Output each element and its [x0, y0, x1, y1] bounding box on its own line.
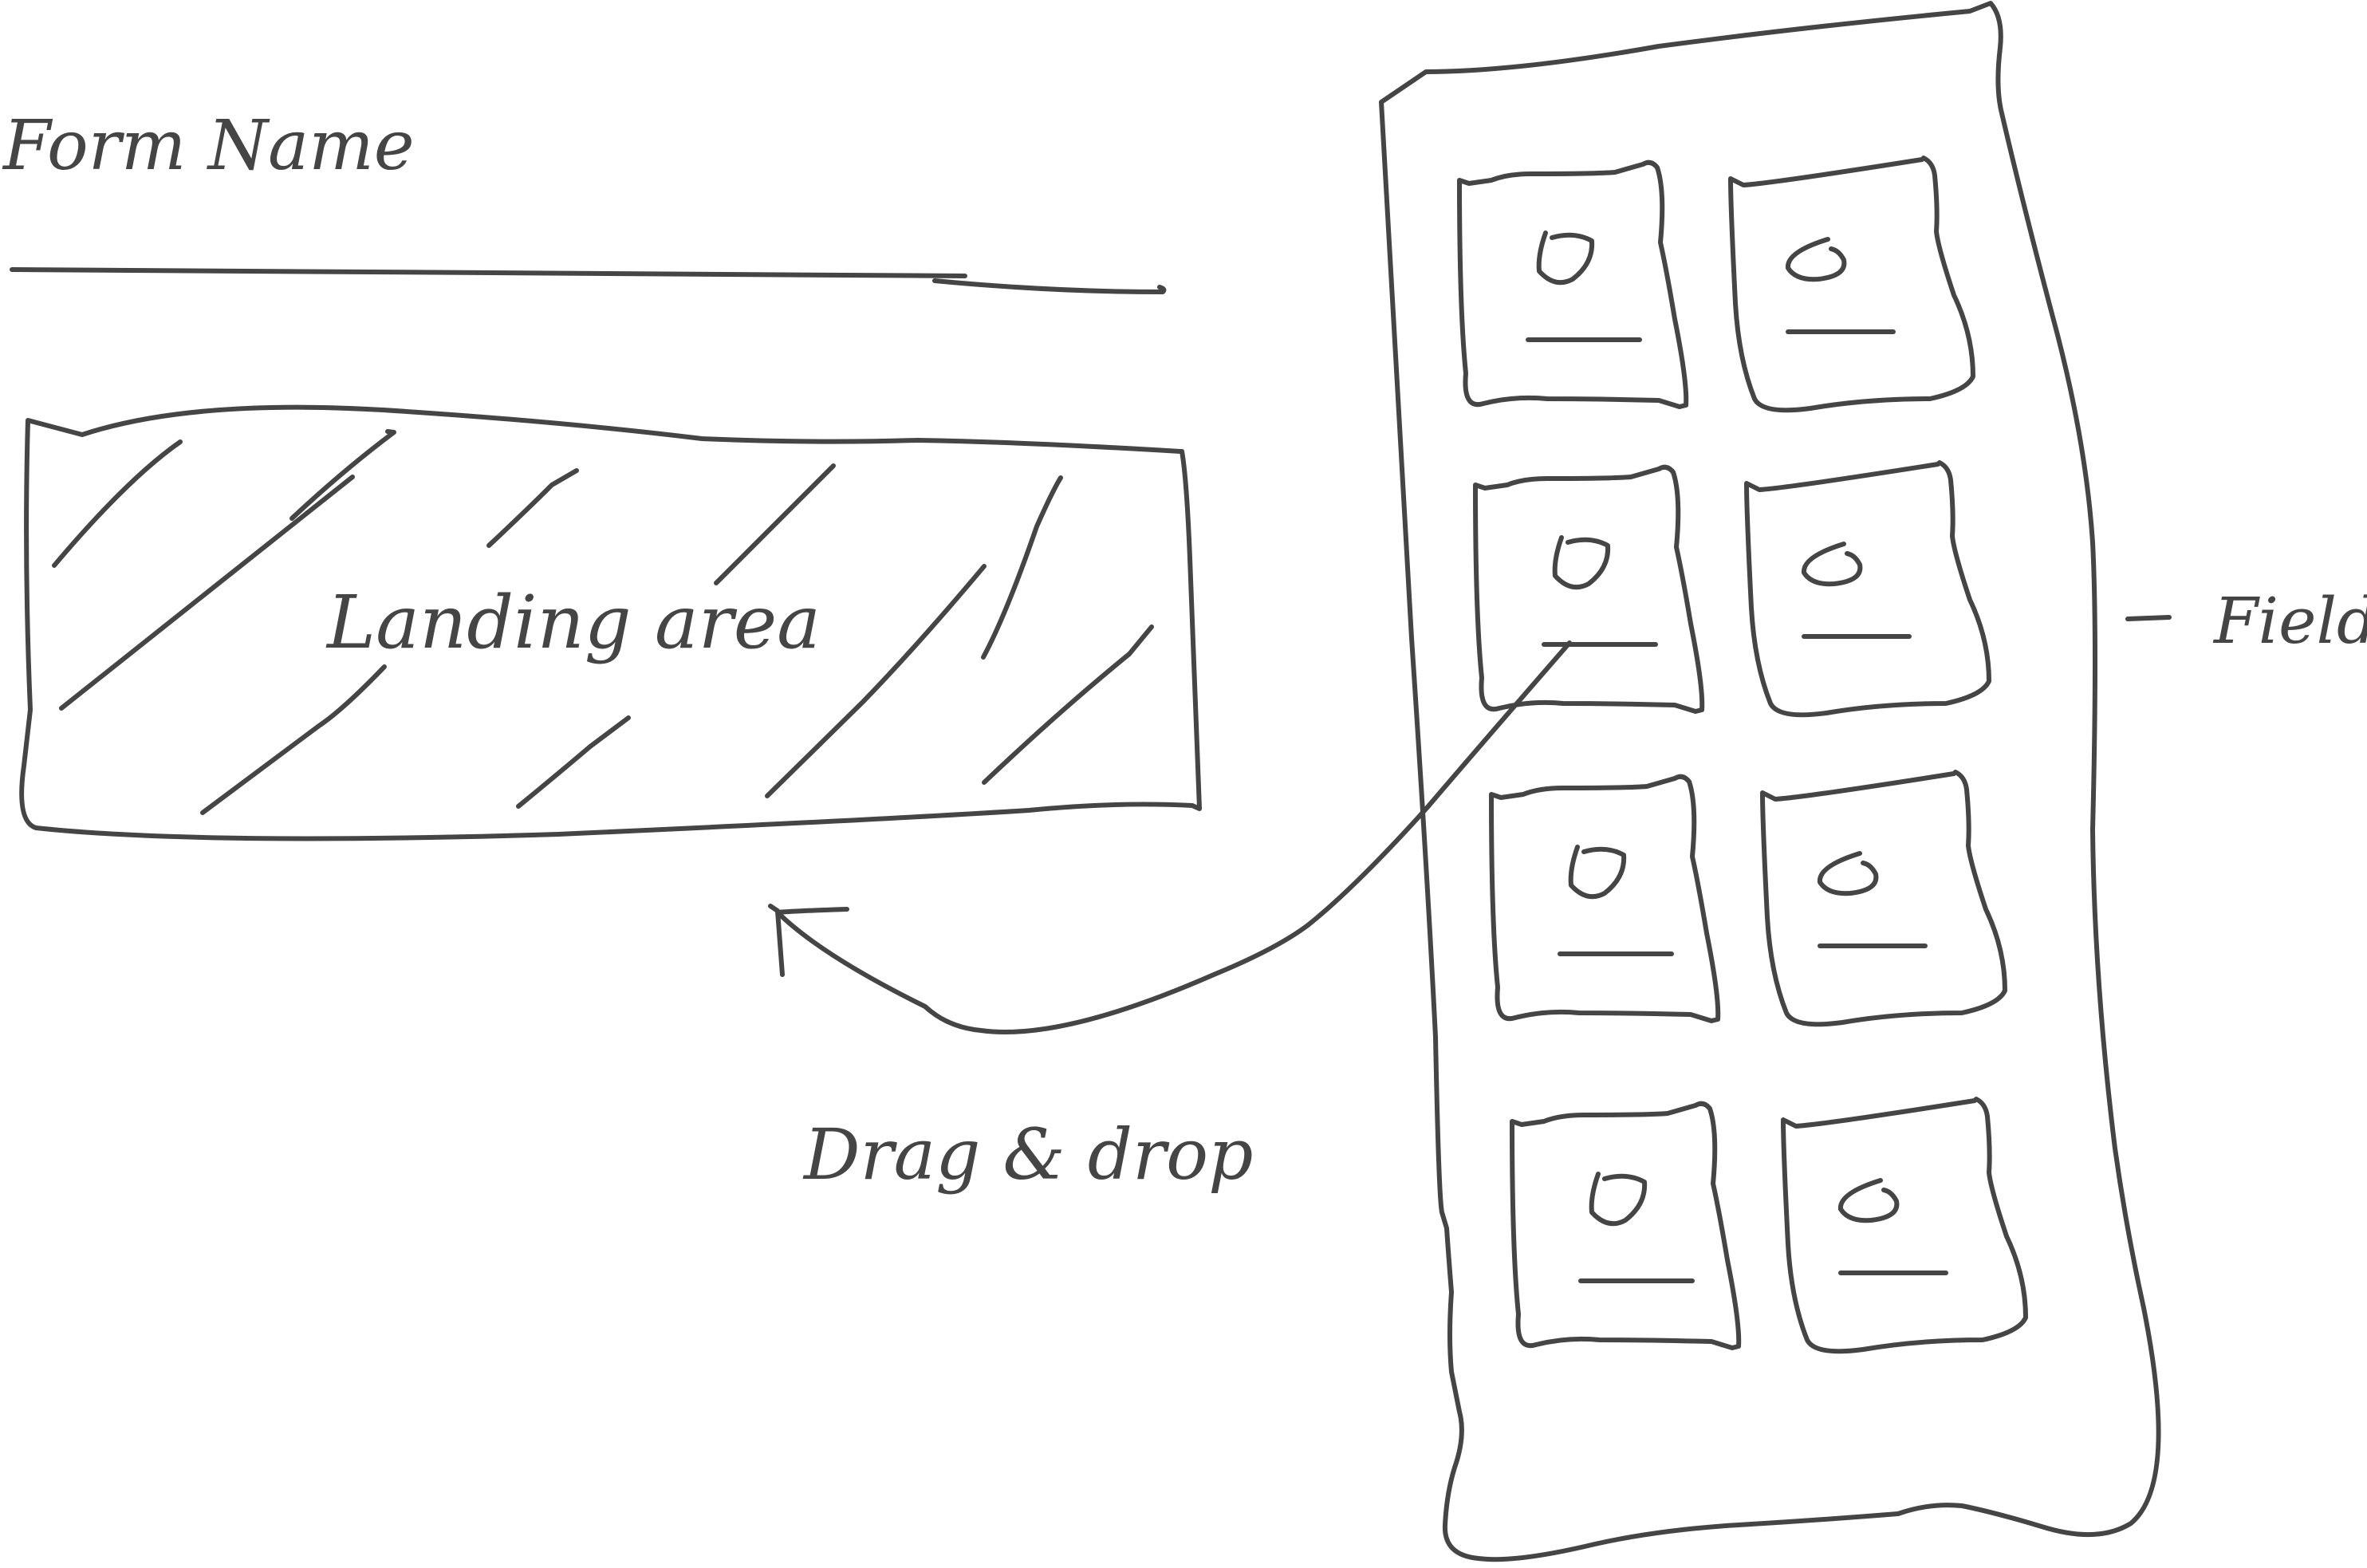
field-card-border	[1744, 460, 1991, 718]
curl-icon	[1786, 237, 1847, 282]
arrow-head	[768, 904, 785, 977]
circle-icon	[1536, 230, 1595, 286]
landing-area-hatching	[52, 429, 1154, 815]
fields-panel-border	[1379, 1, 2161, 1562]
drag-drop-arrow	[768, 640, 1572, 1034]
drag-path	[775, 640, 1572, 1034]
field-card-border	[1457, 160, 1689, 409]
landing-area[interactable]: Landing area	[19, 404, 1202, 841]
fields-label: Fields	[2212, 584, 2367, 658]
fields-callout-dash	[2125, 615, 2172, 621]
field-item[interactable]	[1457, 160, 1689, 409]
fields-grid	[1457, 156, 2028, 1354]
field-item[interactable]	[1728, 156, 1975, 413]
field-card-border	[1728, 156, 1975, 413]
form-name-input-line[interactable]	[10, 267, 1167, 294]
field-item[interactable]	[1473, 464, 1705, 714]
form-name-label: Form Name	[2, 106, 415, 186]
landing-area-border	[19, 404, 1202, 841]
field-item[interactable]	[1760, 770, 2007, 1027]
circle-icon	[1589, 1172, 1648, 1227]
field-item[interactable]	[1744, 460, 1991, 718]
fields-panel	[1379, 1, 2161, 1562]
circle-icon	[1552, 535, 1611, 590]
curl-icon	[1802, 542, 1863, 587]
drag-drop-label: Drag & drop	[802, 1113, 1253, 1196]
curl-icon	[1818, 851, 1879, 896]
landing-area-label: Landing area	[325, 580, 821, 665]
field-item[interactable]	[1781, 1097, 2028, 1354]
field-card-border	[1781, 1097, 2028, 1354]
field-item[interactable]	[1510, 1101, 1742, 1350]
field-card-border	[1473, 464, 1705, 714]
field-card-border	[1489, 774, 1721, 1023]
curl-icon	[1838, 1178, 1900, 1223]
field-card-border	[1760, 770, 2007, 1027]
field-card-border	[1510, 1101, 1742, 1350]
circle-icon	[1568, 845, 1627, 900]
field-item[interactable]	[1489, 774, 1721, 1023]
